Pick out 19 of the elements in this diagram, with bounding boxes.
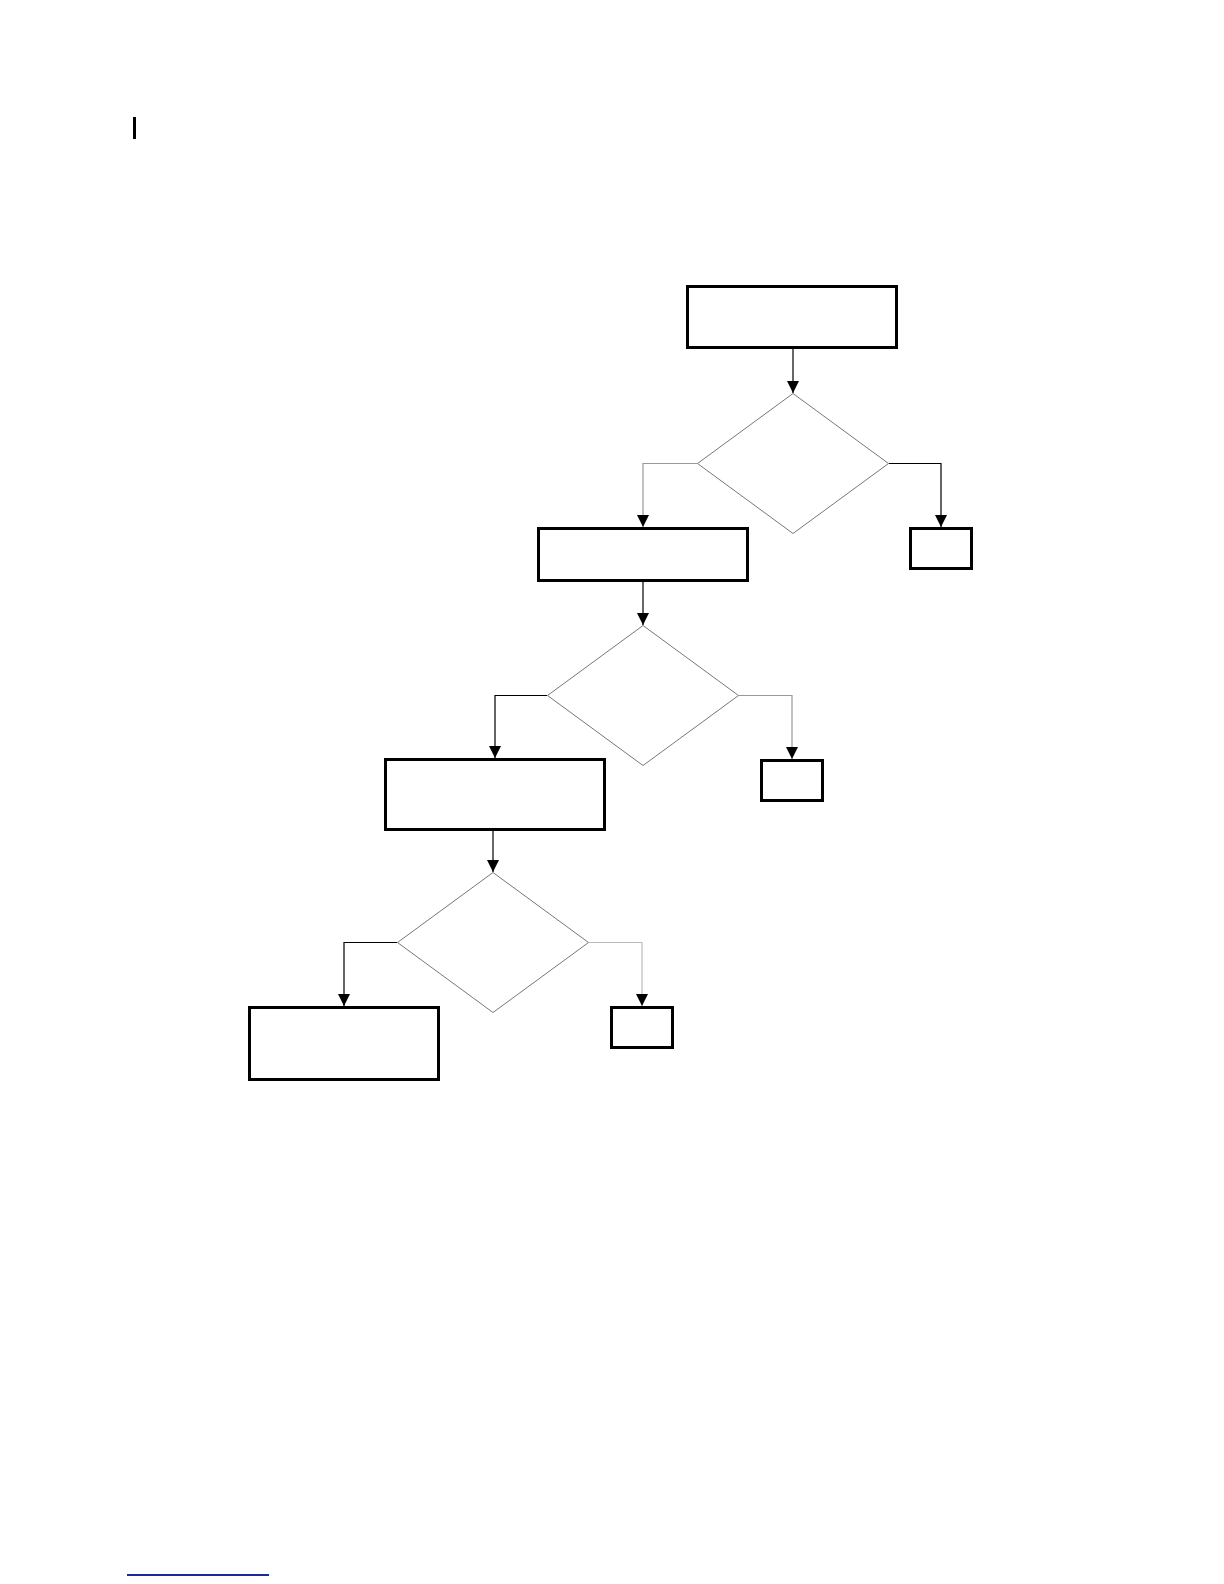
arrow — [588, 941, 648, 1007]
arrow — [888, 462, 947, 528]
arrow — [738, 694, 798, 760]
process-box — [610, 1006, 674, 1049]
arrow — [637, 581, 649, 626]
arrow — [787, 348, 799, 394]
process-box — [686, 285, 898, 349]
decision-diamond — [697, 393, 889, 534]
arrow — [487, 830, 499, 873]
arrow — [637, 462, 698, 528]
decision-diamond — [397, 872, 589, 1013]
process-box — [537, 527, 749, 582]
process-box — [384, 758, 606, 831]
arrow — [338, 941, 398, 1007]
arrow — [489, 694, 548, 759]
decision-diamond — [547, 625, 739, 766]
process-box — [760, 759, 824, 802]
process-box — [248, 1006, 440, 1081]
process-box — [909, 527, 973, 570]
